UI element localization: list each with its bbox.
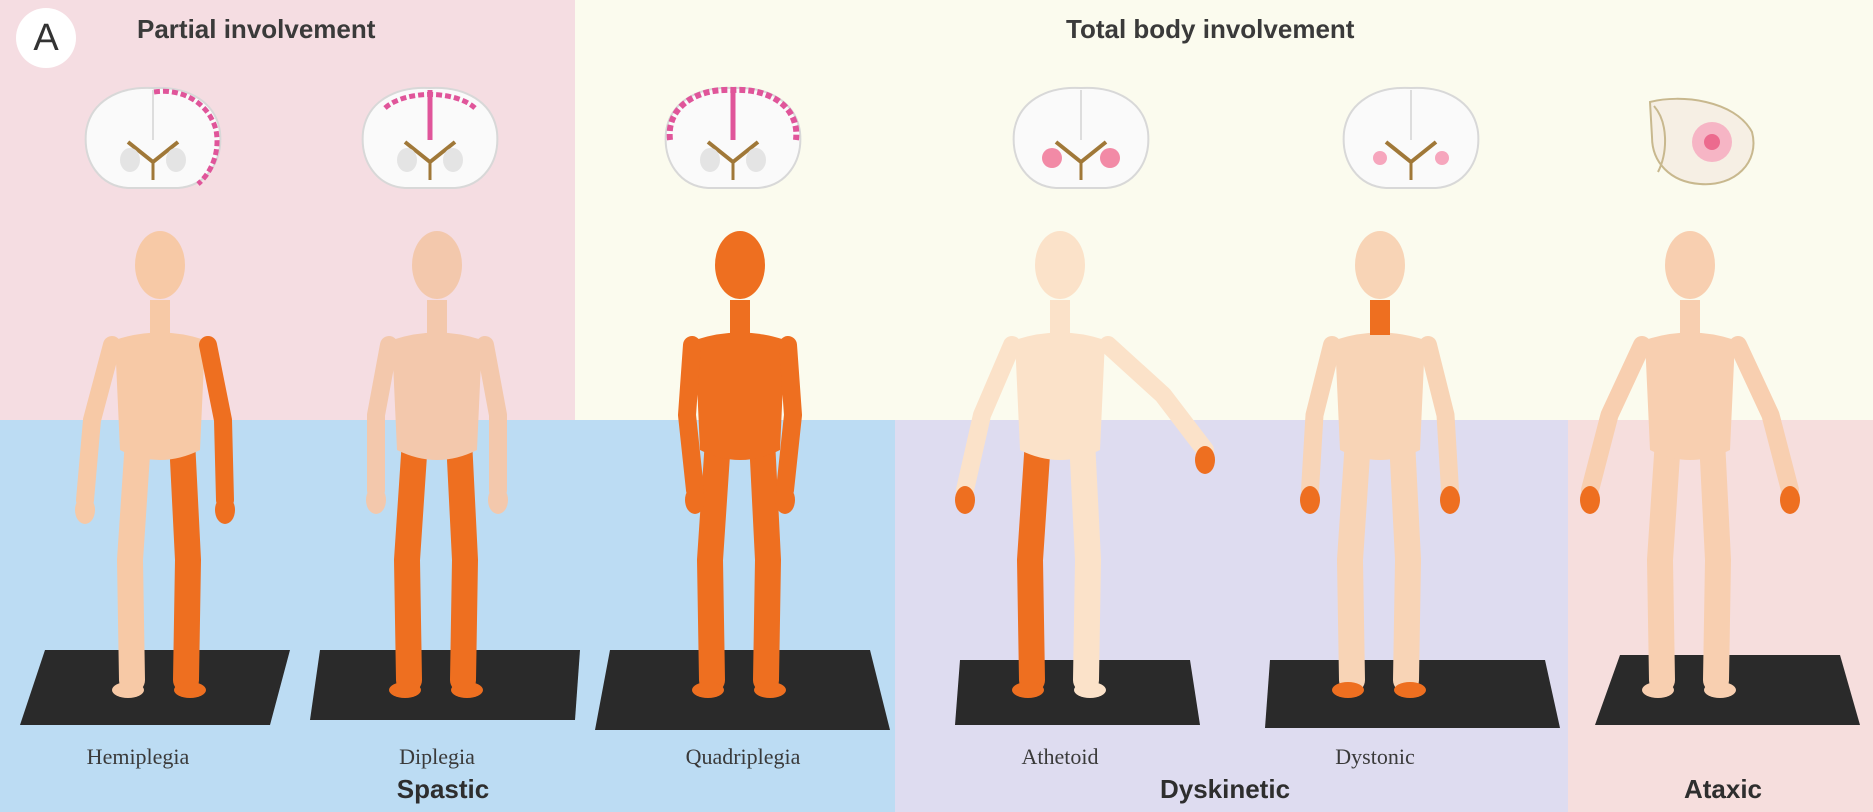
- right-hand: [775, 486, 795, 514]
- left-arm: [85, 345, 112, 500]
- left-leg: [1350, 440, 1358, 680]
- right-hand: [1780, 486, 1800, 514]
- label-dystonic: Dystonic: [1335, 744, 1414, 770]
- head: [412, 231, 462, 299]
- neck: [150, 300, 170, 335]
- left-leg: [710, 440, 718, 680]
- left-hand: [955, 486, 975, 514]
- right-foot: [754, 682, 786, 698]
- torso: [115, 333, 205, 461]
- left-hand: [366, 486, 386, 514]
- neck: [730, 300, 750, 335]
- right-leg: [762, 440, 768, 680]
- head: [1035, 231, 1085, 299]
- torso: [392, 333, 482, 461]
- right-arm: [485, 345, 498, 490]
- left-foot: [1332, 682, 1364, 698]
- right-leg: [459, 440, 465, 680]
- neck: [1370, 300, 1390, 335]
- right-arm: [1428, 345, 1450, 490]
- right-leg: [1402, 440, 1408, 680]
- figure-athetoid: [955, 231, 1215, 725]
- right-arm: [1108, 345, 1205, 450]
- left-arm: [965, 345, 1012, 490]
- group-spastic: Spastic: [397, 774, 490, 805]
- label-diplegia: Diplegia: [399, 744, 475, 770]
- right-hand: [215, 496, 235, 524]
- left-leg: [1030, 440, 1038, 680]
- label-athetoid: Athetoid: [1022, 744, 1099, 770]
- torso: [1645, 333, 1735, 461]
- right-hand: [488, 486, 508, 514]
- right-foot: [1704, 682, 1736, 698]
- platform: [20, 650, 290, 725]
- head: [1665, 231, 1715, 299]
- neck: [1680, 300, 1700, 335]
- left-foot: [112, 682, 144, 698]
- left-hand: [1580, 486, 1600, 514]
- platform: [310, 650, 580, 720]
- group-ataxic: Ataxic: [1684, 774, 1762, 805]
- right-arm: [1738, 345, 1790, 490]
- right-leg: [1712, 440, 1718, 680]
- left-foot: [389, 682, 421, 698]
- left-hand: [1300, 486, 1320, 514]
- left-foot: [692, 682, 724, 698]
- right-leg: [182, 440, 188, 680]
- left-leg: [1660, 440, 1668, 680]
- left-arm: [376, 345, 389, 490]
- right-hand: [1195, 446, 1215, 474]
- left-foot: [1012, 682, 1044, 698]
- left-arm: [1590, 345, 1642, 490]
- neck: [1050, 300, 1070, 335]
- torso: [1015, 333, 1105, 461]
- left-leg: [407, 440, 415, 680]
- group-dyskinetic: Dyskinetic: [1160, 774, 1290, 805]
- right-foot: [174, 682, 206, 698]
- head: [1355, 231, 1405, 299]
- right-foot: [1394, 682, 1426, 698]
- left-leg: [130, 440, 138, 680]
- neck: [427, 300, 447, 335]
- head: [715, 231, 765, 299]
- right-hand: [1440, 486, 1460, 514]
- figure-ataxic: [1580, 231, 1860, 725]
- figure-diplegia: [310, 231, 580, 720]
- torso: [695, 333, 785, 461]
- figure-quadriplegia: [595, 231, 890, 730]
- right-arm: [208, 345, 225, 500]
- torso: [1335, 333, 1425, 461]
- left-arm: [1310, 345, 1332, 490]
- label-quadriplegia: Quadriplegia: [686, 744, 801, 770]
- right-arm: [785, 345, 793, 490]
- platform: [595, 650, 890, 730]
- figure-hemiplegia: [20, 231, 290, 725]
- head: [135, 231, 185, 299]
- label-hemiplegia: Hemiplegia: [87, 744, 190, 770]
- right-leg: [1082, 440, 1088, 680]
- right-foot: [451, 682, 483, 698]
- left-hand: [685, 486, 705, 514]
- left-arm: [687, 345, 695, 490]
- right-foot: [1074, 682, 1106, 698]
- figure-dystonic: [1265, 231, 1560, 728]
- left-foot: [1642, 682, 1674, 698]
- left-hand: [75, 496, 95, 524]
